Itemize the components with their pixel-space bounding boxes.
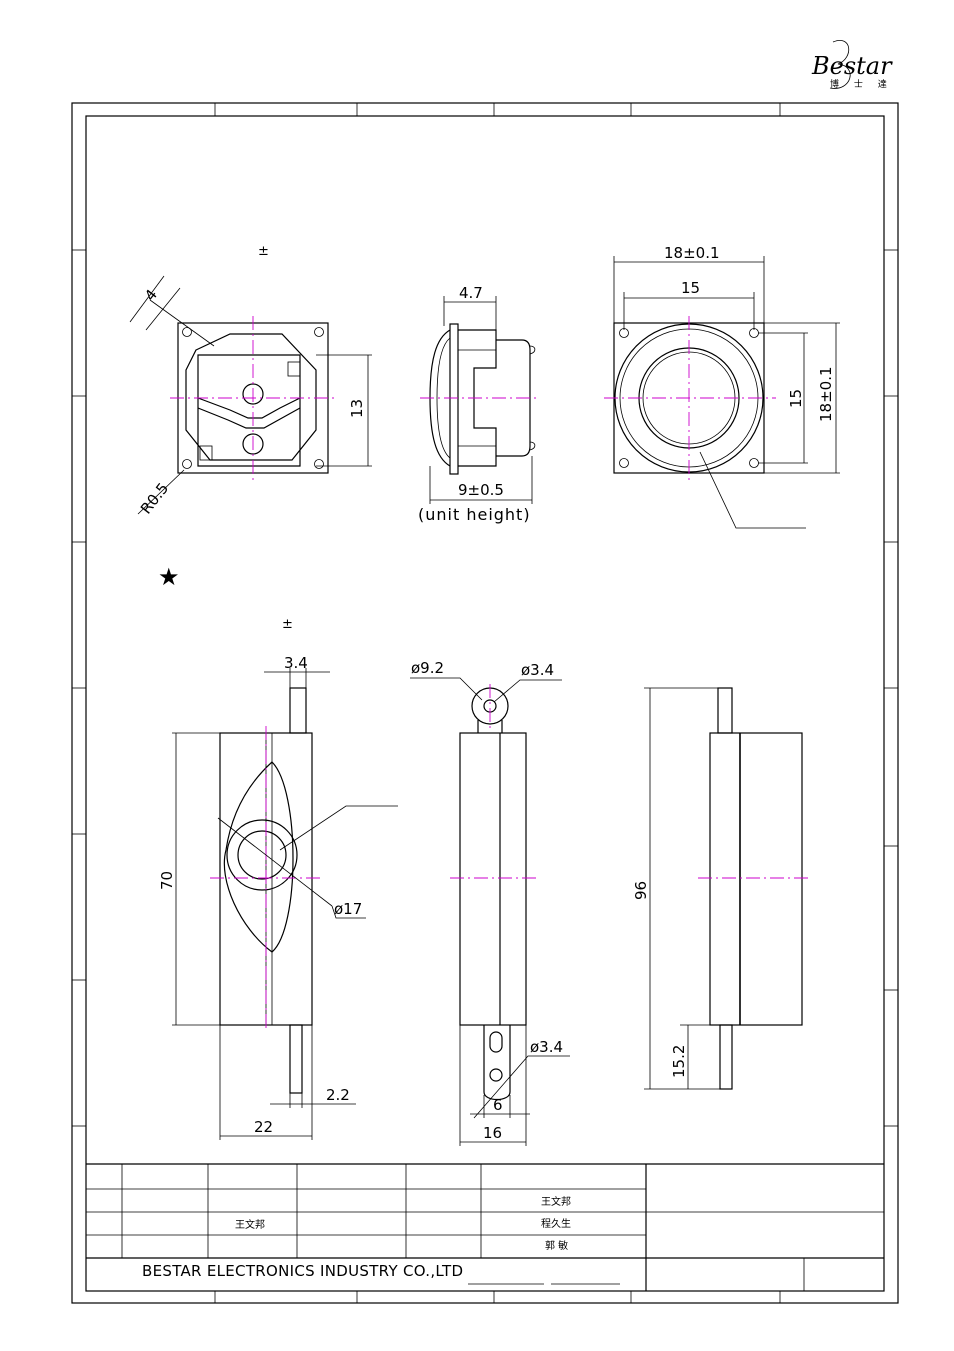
dim-9-2: ø9.2 [411,659,444,677]
box-side-bottom-tab [483,1025,511,1101]
side-flange [449,323,459,475]
title-block: 王文邦 王文邦 程久生 郭 敏 BESTAR ELECTRONICS INDUS… [86,1163,884,1291]
box-rear-view: 96 15.2 [632,687,812,1090]
dim-6: 6 [493,1096,503,1114]
dim-15-height: 15 [787,389,805,408]
dim-17: ø17 [334,900,362,918]
back-plate [197,354,301,467]
reviewer-name: 郭 敏 [545,1239,568,1252]
dim-4: 4 [141,286,161,305]
inner-border [85,115,885,1292]
box-side-body [459,732,527,1026]
dim-13: 13 [348,399,366,418]
approver-name: 王文邦 [541,1195,571,1208]
logo-text: Bestar [811,52,893,80]
dim-18-width: 18±0.1 [664,244,720,262]
company-name: BESTAR ELECTRONICS INDUSTRY CO.,LTD [142,1262,463,1280]
designer-name: 王文邦 [235,1218,265,1231]
dim-2-2: 2.2 [326,1086,350,1104]
dim-15-width: 15 [681,279,700,297]
dim-16: 16 [483,1124,502,1142]
checker-name: 程久生 [541,1217,571,1230]
logo-swash [829,40,851,89]
box-front-speaker-outer [226,819,298,891]
box-front-opening [223,761,294,953]
dim-r05: R0.5 [137,479,172,517]
dim-3-4-top: 3.4 [284,654,308,672]
speaker-side-view: 4.7 9±0.5 (unit height) [418,284,540,524]
dim-3-4-bottom: ø3.4 [530,1038,563,1056]
dim-70: 70 [158,871,176,890]
tolerance-mark-box: ± [282,617,293,632]
dim-96: 96 [632,881,650,900]
box-rear-bottom-tab [719,1024,733,1090]
dim-18-height: 18±0.1 [817,366,835,422]
box-front-top-tab [289,687,307,734]
outer-border [71,102,899,1304]
dim-9: 9±0.5 [458,481,504,499]
dim-3-4-right: ø3.4 [521,661,554,679]
box-front-bottom-tab [289,1024,303,1094]
box-side-view: ø9.2 ø3.4 ø3.4 6 16 [410,659,570,1146]
box-front-speaker-inner [237,830,287,880]
tolerance-mark-top: ± [258,244,269,259]
box-rear-body [709,732,803,1026]
speaker-front-view: 18±0.1 15 15 18±0.1 [604,244,840,529]
star-icon: ★ [158,563,180,591]
dim-4-7: 4.7 [459,284,483,302]
zone-ticks [72,103,898,1303]
bestar-logo: Bestar 博 士 達 [811,40,893,90]
box-front-view: 3.4 70 ø17 2.2 22 [158,654,398,1140]
box-rear-top-tab [717,687,733,734]
back-housing [185,333,317,461]
speaker-back-view: ± 4 13 R0.5 [129,244,372,517]
unit-height-label: (unit height) [418,505,531,524]
logo-subtext: 博 士 達 [830,78,893,90]
dim-15-2: 15.2 [670,1045,688,1078]
dim-22: 22 [254,1118,273,1136]
